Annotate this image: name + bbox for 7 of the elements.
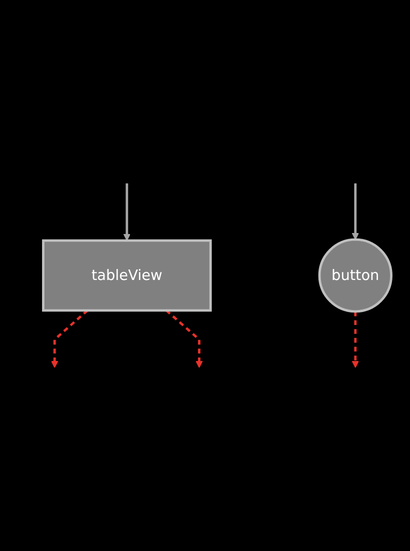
arrow — [51, 310, 88, 368]
arrow — [166, 310, 203, 368]
arrow — [123, 183, 130, 241]
arrow — [352, 183, 359, 240]
circle-node: button — [318, 238, 392, 313]
process-box: tableView — [42, 239, 212, 312]
arrow — [352, 311, 359, 368]
